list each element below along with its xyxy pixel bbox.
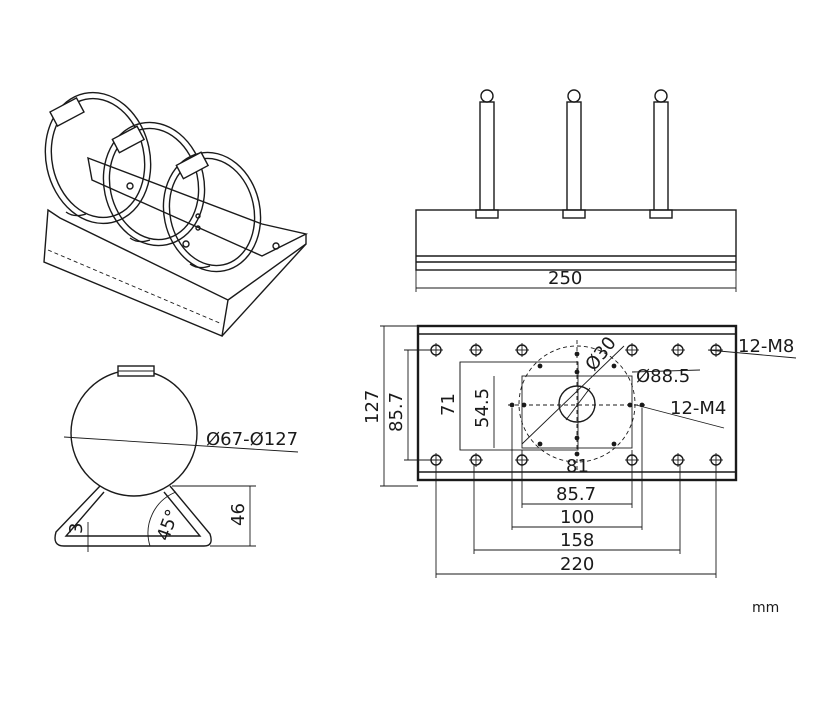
clamp-range-leader — [63, 436, 299, 453]
width-158-label: 158 — [560, 530, 594, 551]
clamp-screw-1 — [49, 96, 85, 128]
m8-hole — [469, 343, 483, 357]
base-side-face — [43, 208, 229, 337]
front-view: 250 — [415, 89, 737, 292]
base-hidden-line — [47, 249, 223, 325]
m4-label: 12-M4 — [670, 398, 726, 419]
m8-hole — [469, 453, 483, 467]
width-100-label: 100 — [560, 507, 594, 528]
clamp-screw-3 — [175, 151, 210, 180]
dia-30-label: Ø30 — [581, 333, 620, 375]
m8-leader — [707, 349, 797, 359]
clamp-screw-2 — [111, 125, 146, 154]
clamp-ring-1 — [44, 91, 152, 225]
m8-label: 12-M8 — [738, 336, 794, 357]
side-view: Ø67-Ø127 3 45° 46 — [54, 365, 299, 552]
m8-hole — [515, 343, 529, 357]
clamp-ring-2-inner — [108, 127, 200, 241]
post-1 — [475, 89, 499, 219]
top-view: 12-M8 12-M4 Ø30 Ø88.5 127 85.7 71 54.5 8… — [362, 324, 797, 578]
m8-hole — [671, 453, 685, 467]
base-hole — [182, 240, 190, 248]
angle-label: 45° — [153, 507, 184, 544]
width-81-label: 81 — [566, 456, 589, 477]
plate-front — [415, 209, 737, 271]
inner-rect — [521, 375, 633, 449]
dia-88-5-label: Ø88.5 — [636, 366, 690, 387]
bolt-circle-88-5 — [518, 345, 636, 463]
height-46-label: 46 — [228, 503, 249, 526]
clamp-ring-2 — [102, 121, 206, 247]
post-3 — [649, 89, 673, 219]
clamp-ring-1-inner — [50, 97, 146, 219]
dia-88-5-leader — [631, 369, 701, 373]
width-85-7-label: 85.7 — [556, 484, 596, 505]
bracket-outer — [54, 485, 212, 547]
width-250-label: 250 — [548, 268, 582, 289]
dia-30-leader — [521, 345, 625, 445]
m4-leader — [635, 404, 725, 429]
height-127-label: 127 — [362, 390, 383, 424]
pipe-circle — [70, 369, 198, 497]
m4-holes — [509, 351, 645, 457]
base-hole — [272, 242, 280, 250]
unit-label: mm — [752, 600, 779, 616]
m8-hole — [671, 343, 685, 357]
base-bottom-edge — [221, 243, 307, 337]
plate-outline — [416, 324, 738, 482]
height-54-5-label: 54.5 — [472, 388, 493, 428]
isometric-view — [43, 91, 309, 337]
post-2 — [562, 89, 586, 219]
base-hole — [195, 225, 201, 231]
slot — [129, 237, 151, 243]
clamp-range-label: Ø67-Ø127 — [206, 429, 298, 450]
thickness-label: 3 — [66, 523, 87, 534]
slot — [65, 211, 87, 217]
height-85-7-label: 85.7 — [386, 392, 407, 432]
angle-arc — [147, 491, 177, 547]
bracket-inner — [64, 491, 202, 537]
m8-hole — [625, 343, 639, 357]
slot — [189, 263, 211, 269]
base-hole — [126, 182, 134, 190]
height-71-label: 71 — [438, 393, 459, 416]
width-220-label: 220 — [560, 554, 594, 575]
